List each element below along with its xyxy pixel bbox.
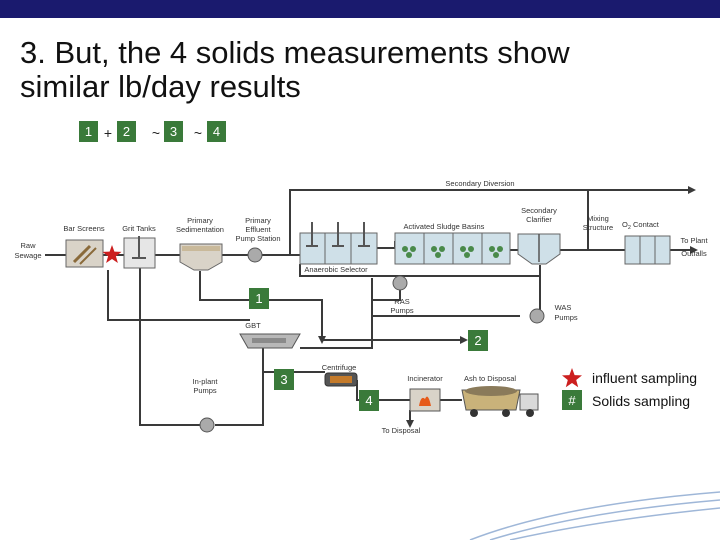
- label-gbt: GBT: [245, 321, 261, 330]
- eq-badge-4-label: 4: [213, 124, 220, 139]
- solids-badge-1: 1: [249, 288, 269, 309]
- o2-contact-rest: Contact: [631, 220, 660, 229]
- label-activated-sludge: Activated Sludge Basins: [404, 222, 485, 231]
- eq-badge-3-label: 3: [170, 124, 177, 139]
- grit-tanks: [123, 236, 156, 269]
- anaerobic-selector: [299, 222, 378, 265]
- ash-truck: [461, 386, 539, 417]
- label-anaerobic-selector: Anaerobic Selector: [304, 265, 368, 274]
- slide-title: 3. But, the 4 solids measurements show s…: [20, 36, 710, 104]
- o2-contact-o: O: [622, 220, 628, 229]
- legend-solids-symbol: #: [568, 393, 576, 408]
- label-pump-station-2: Effluent: [245, 225, 271, 234]
- eq-badge-2: [117, 121, 136, 142]
- label-pump-station-3: Pump Station: [235, 234, 280, 243]
- label-in-plant-pumps-2: Pumps: [193, 386, 217, 395]
- eq-op-approx-2: ~: [194, 125, 202, 141]
- label-ras-pumps-1: RAS: [394, 297, 409, 306]
- label-ras-pumps-2: Pumps: [390, 306, 414, 315]
- legend-influent-label: influent sampling: [592, 370, 697, 386]
- ras-pump: [392, 275, 408, 291]
- secondary-clarifier: [517, 233, 561, 265]
- label-to-plant-outfalls-1: To Plant: [680, 236, 708, 245]
- equation: 1 + 2 ~ 3 ~ 4: [79, 121, 226, 142]
- label-secondary-clarifier-2: Clarifier: [526, 215, 552, 224]
- solids-badge-3-label: 3: [280, 372, 287, 387]
- label-ash-to-disposal: Ash to Disposal: [464, 374, 516, 383]
- primary-effluent-pump: [247, 247, 263, 263]
- title-line-1: 3. But, the 4 solids measurements show: [20, 35, 570, 70]
- flow-arrows: [318, 186, 698, 428]
- eq-op-approx-1: ~: [152, 125, 160, 141]
- label-raw-sewage-1: Raw: [20, 241, 36, 250]
- solids-badge-3: 3: [274, 369, 294, 390]
- label-mixing-structure-2: Structure: [583, 223, 613, 232]
- primary-sedimentation: [179, 243, 223, 271]
- legend-star-icon: [562, 368, 582, 388]
- label-in-plant-pumps-1: In-plant: [192, 377, 218, 386]
- eq-badge-1-label: 1: [85, 124, 92, 139]
- label-was-pumps-2: Pumps: [554, 313, 578, 322]
- label-secondary-clarifier-1: Secondary: [521, 206, 557, 215]
- eq-badge-4: [207, 121, 226, 142]
- label-pump-station-1: Primary: [245, 216, 271, 225]
- label-to-disposal: To Disposal: [382, 426, 421, 435]
- o2-contact-tank: [624, 235, 671, 265]
- label-bar-screens: Bar Screens: [63, 224, 105, 233]
- label-primary-sed-2: Sedimentation: [176, 225, 224, 234]
- label-centrifuge: Centrifuge: [322, 363, 357, 372]
- label-to-plant-outfalls-2: Outfalls: [681, 249, 707, 258]
- eq-badge-3: [164, 121, 183, 142]
- decorative-swoosh: [469, 491, 720, 540]
- o2-contact-sub: 2: [628, 225, 631, 231]
- label-o2-contact: O2 Contact: [622, 220, 660, 231]
- centrifuge-unit: [324, 372, 358, 387]
- eq-badge-1: [79, 121, 98, 142]
- label-primary-sed-1: Primary: [187, 216, 213, 225]
- label-incinerator: Incinerator: [407, 374, 443, 383]
- label-mixing-structure-1: Mixing: [587, 214, 609, 223]
- legend-solids-label: Solids sampling: [592, 393, 690, 409]
- gbt-unit: [239, 333, 301, 349]
- was-pump: [529, 308, 545, 324]
- label-grit-tanks: Grit Tanks: [122, 224, 156, 233]
- eq-badge-2-label: 2: [123, 124, 130, 139]
- solids-badge-4: 4: [359, 390, 379, 411]
- solids-badge-2-label: 2: [474, 333, 481, 348]
- eq-op-plus: +: [104, 125, 112, 141]
- solids-badge-4-label: 4: [365, 393, 372, 408]
- influent-sampling-star: [102, 245, 122, 263]
- top-accent-bar: [0, 0, 720, 18]
- title-line-2: similar lb/day results: [20, 69, 301, 104]
- label-secondary-diversion: Secondary Diversion: [445, 179, 514, 188]
- solids-badge-1-label: 1: [255, 291, 262, 306]
- legend: influent sampling # Solids sampling: [562, 368, 697, 410]
- legend-solids-badge: [562, 390, 582, 410]
- in-plant-pump: [199, 417, 215, 433]
- incinerator-unit: [409, 388, 441, 412]
- activated-sludge-basins: [394, 232, 511, 265]
- label-raw-sewage-2: Sewage: [14, 251, 41, 260]
- solids-badge-2: 2: [468, 330, 488, 351]
- label-was-pumps-1: WAS: [555, 303, 572, 312]
- bar-screens: [65, 239, 104, 268]
